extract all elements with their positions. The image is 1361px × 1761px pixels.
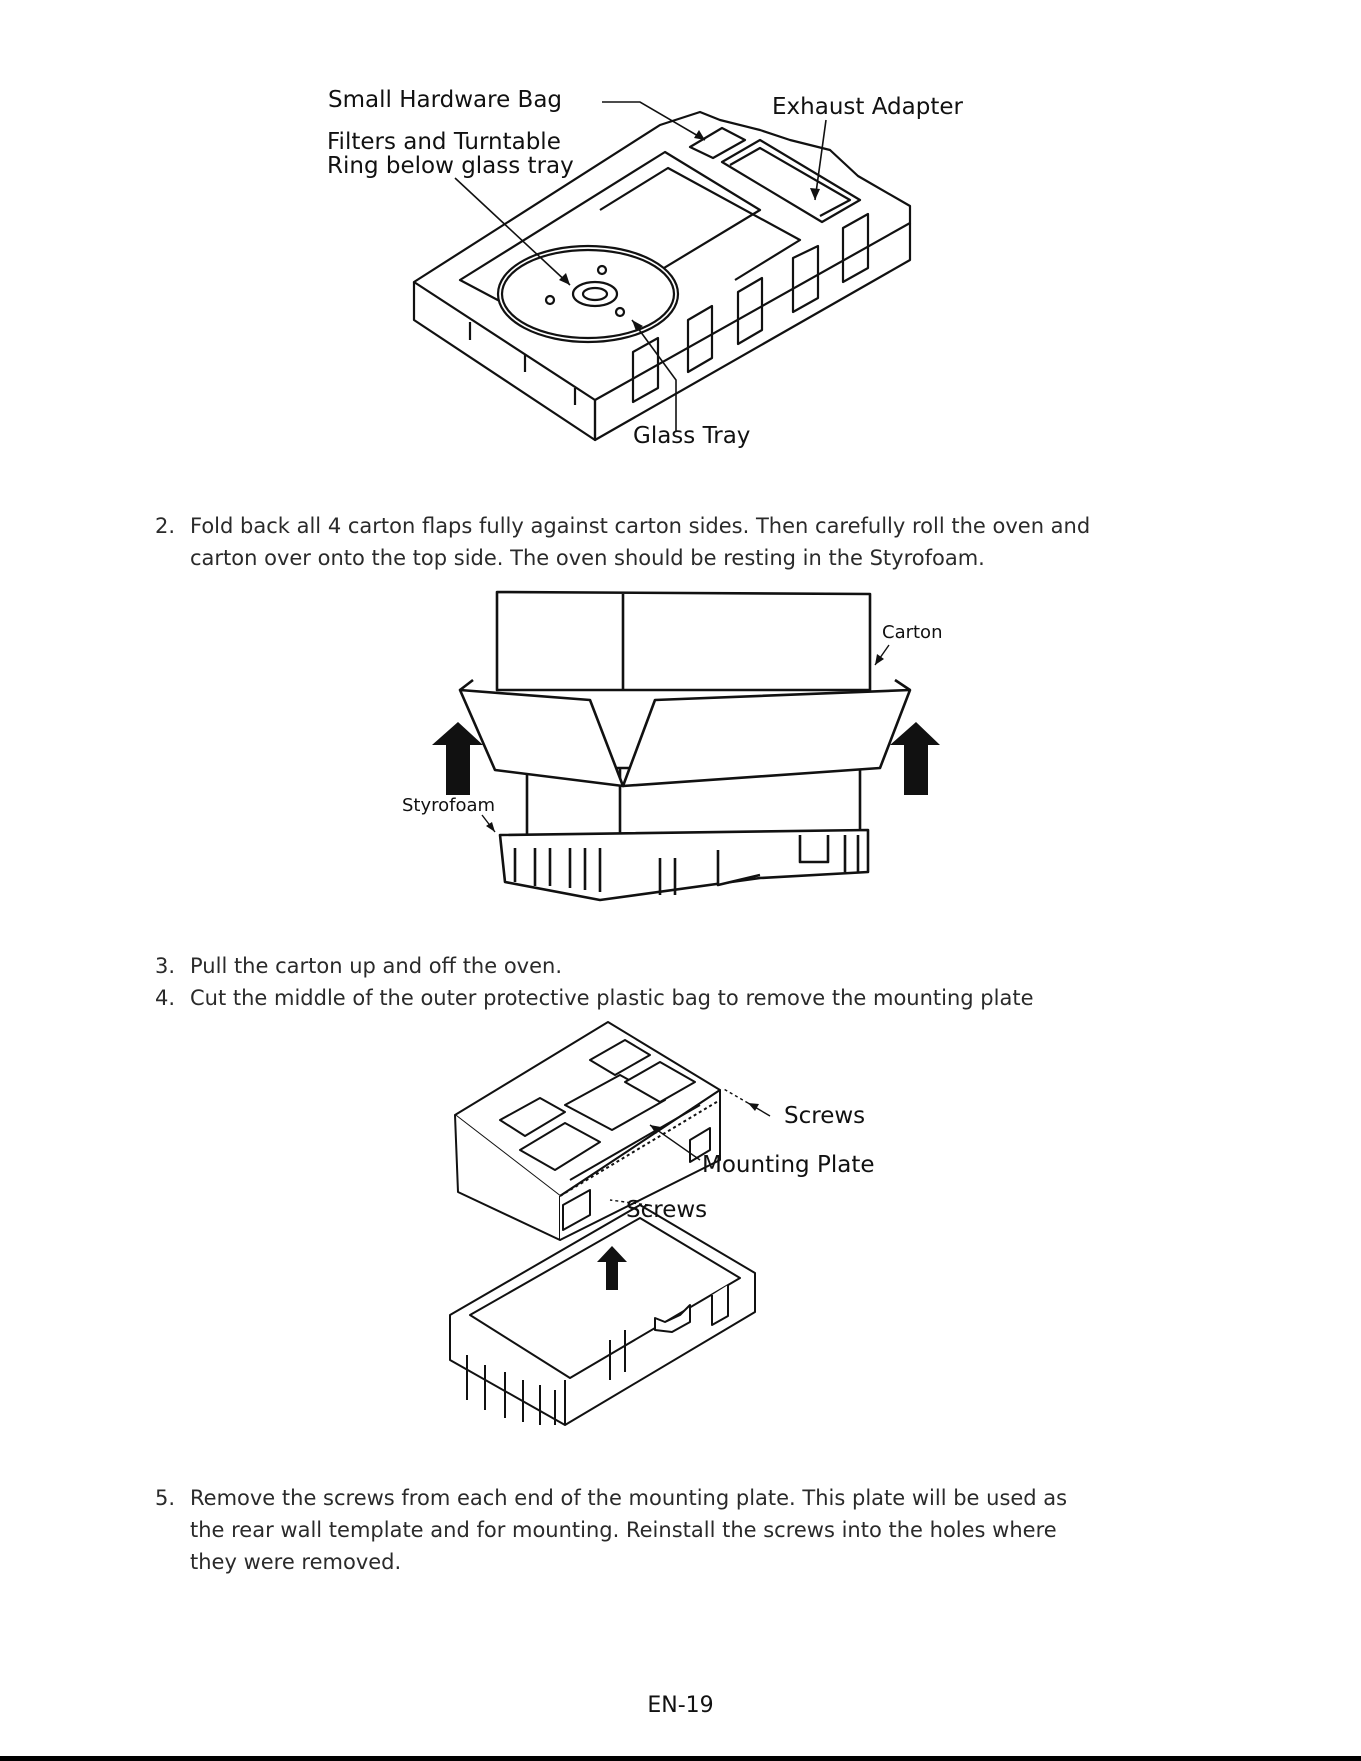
label-carton: Carton <box>882 622 943 643</box>
label-exhaust-adapter: Exhaust Adapter <box>772 94 963 120</box>
instruction-step-2: 2. Fold back all 4 carton flaps fully ag… <box>155 510 1215 574</box>
page-number: EN-19 <box>647 1693 714 1718</box>
step-number: 2. <box>155 514 176 538</box>
step-text: Pull the carton up and off the oven. <box>190 954 563 978</box>
label-small-hardware-bag: Small Hardware Bag <box>328 87 563 113</box>
step-text: Fold back all 4 carton flaps fully again… <box>190 514 1091 570</box>
step-number: 5. <box>155 1486 176 1510</box>
bottom-rule <box>0 1756 1361 1761</box>
instruction-step-3: 3. Pull the carton up and off the oven. <box>155 950 1215 982</box>
instruction-step-4: 4. Cut the middle of the outer protectiv… <box>155 982 1215 1014</box>
label-screws-top: Screws <box>784 1103 866 1129</box>
instruction-step-5: 5. Remove the screws from each end of th… <box>155 1482 1215 1578</box>
step-text: Remove the screws from each end of the m… <box>190 1486 1068 1574</box>
step-number: 3. <box>155 954 176 978</box>
label-filters-line1: Filters and Turntable <box>327 129 561 155</box>
step-text: Cut the middle of the outer protective p… <box>190 986 1034 1010</box>
label-filters-line2: Ring below glass tray <box>327 153 574 179</box>
label-mounting-plate: Mounting Plate <box>702 1152 875 1178</box>
label-glass-tray: Glass Tray <box>633 423 751 449</box>
label-screws-bottom: Screws <box>626 1197 708 1223</box>
step-number: 4. <box>155 986 176 1010</box>
label-styrofoam: Styrofoam <box>402 795 496 816</box>
